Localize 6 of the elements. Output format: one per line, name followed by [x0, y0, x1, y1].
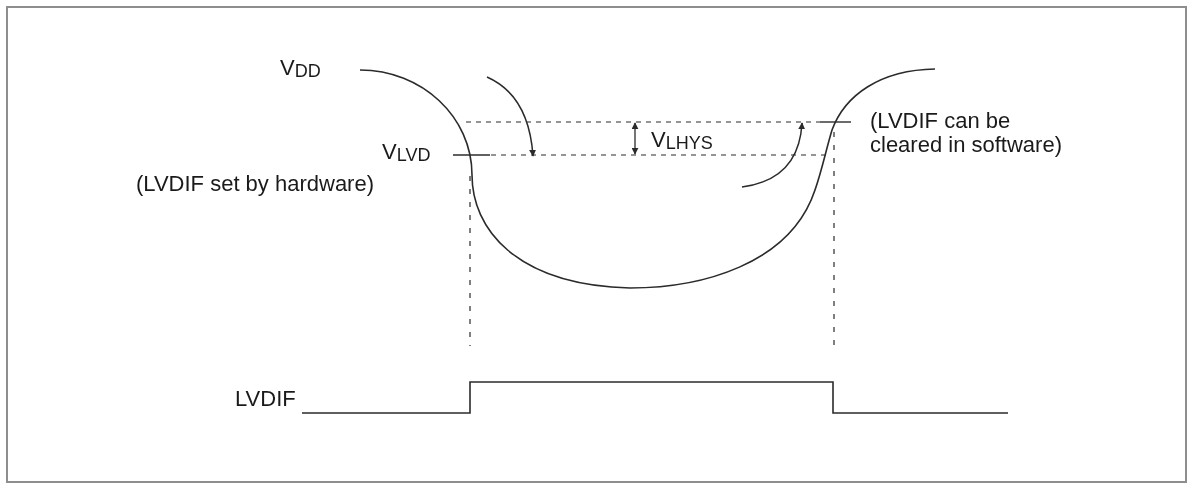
signal-label: V$_{DD}$ — [280, 56, 321, 80]
annotation-text: (LVDIF can be cleared in software) — [870, 109, 1063, 157]
hysteresis-label: V$_{LHYS}$ — [651, 128, 713, 152]
signal-label: LVDIF — [235, 387, 296, 411]
annotation-text: (LVDIF set by hardware) — [136, 172, 374, 196]
threshold-label: V$_{LVD}$ — [382, 140, 431, 164]
